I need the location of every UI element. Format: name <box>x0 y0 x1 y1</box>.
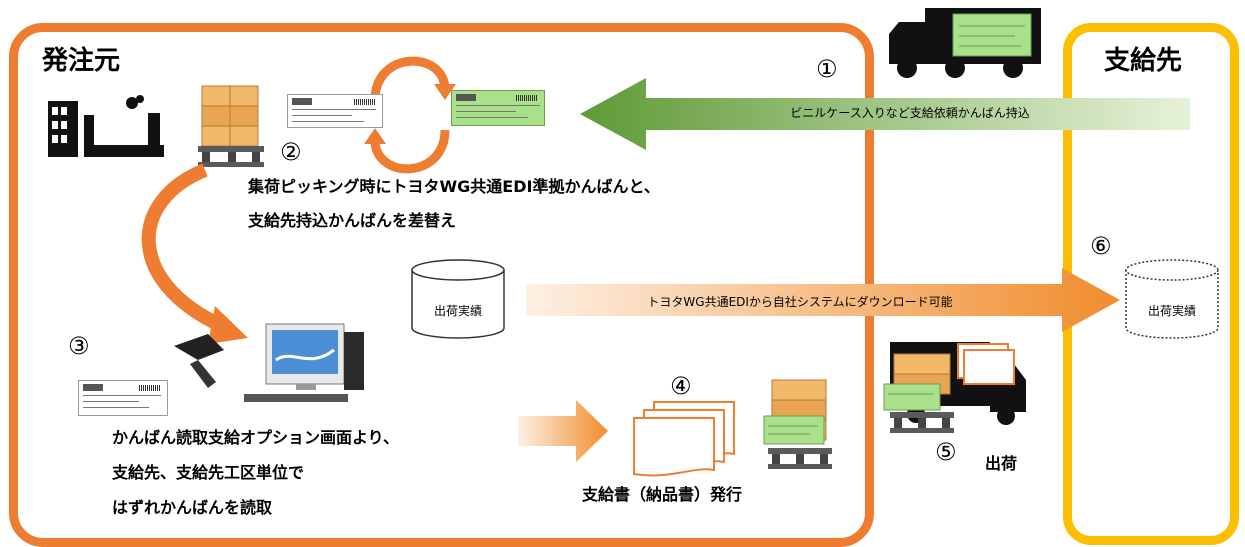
carry-in-arrow <box>580 78 1190 150</box>
swap-text-line1: 集荷ピッキング時にトヨタWG共通EDI準拠かんばんと、 <box>248 177 660 196</box>
read-text-line3: はずれかんばんを読取 <box>112 498 273 517</box>
swap-text-line2: 支給先持込かんばんを差替え <box>248 211 457 230</box>
shipment-records-db-origin: 出荷実績 <box>410 258 506 340</box>
barcode-scanner-pc-icon <box>174 323 364 402</box>
step-5-number: ⑤ <box>935 438 957 466</box>
read-text-line1: かんばん読取支給オプション画面より、 <box>112 428 400 447</box>
carried-in-kanban-card <box>451 90 545 126</box>
delivery-documents-icon <box>633 401 735 477</box>
step-6-number: ⑥ <box>1090 232 1112 260</box>
step-2-number: ② <box>280 138 302 166</box>
download-arrow-label: トヨタWG共通EDIから自社システムにダウンロード可能 <box>647 295 953 309</box>
read-text-line2: 支給先、支給先工区単位で <box>112 463 305 482</box>
detached-kanban-card <box>78 380 168 416</box>
swap-cycle-arrows <box>364 56 456 174</box>
truck-icon <box>889 8 1041 78</box>
factory-icon <box>48 95 164 157</box>
pallet-boxes-icon <box>198 85 264 167</box>
destination-title: 支給先 <box>1104 46 1183 76</box>
carry-in-arrow-label: ビニルケース入りなど支給依頼かんばん持込 <box>790 106 1030 120</box>
db-origin-label: 出荷実績 <box>433 304 482 318</box>
standard-kanban-card <box>287 94 383 128</box>
ship-text: 出荷 <box>985 454 1018 473</box>
download-arrow <box>526 268 1120 332</box>
shipment-records-db-destination: 出荷実績 <box>1124 258 1220 340</box>
shipping-truck-icon <box>883 342 1026 433</box>
db-destination-label: 出荷実績 <box>1147 304 1196 318</box>
step-3-number: ③ <box>68 332 90 360</box>
origin-title: 発注元 <box>42 46 121 76</box>
step-1-number: ① <box>816 55 838 83</box>
flow-to-reader-arrow <box>141 163 248 344</box>
step-4-number: ④ <box>670 372 692 400</box>
issue-text: 支給書（納品書）発行 <box>582 485 743 504</box>
pallet-with-kanban-icon <box>763 379 832 469</box>
issue-arrow <box>518 400 608 462</box>
